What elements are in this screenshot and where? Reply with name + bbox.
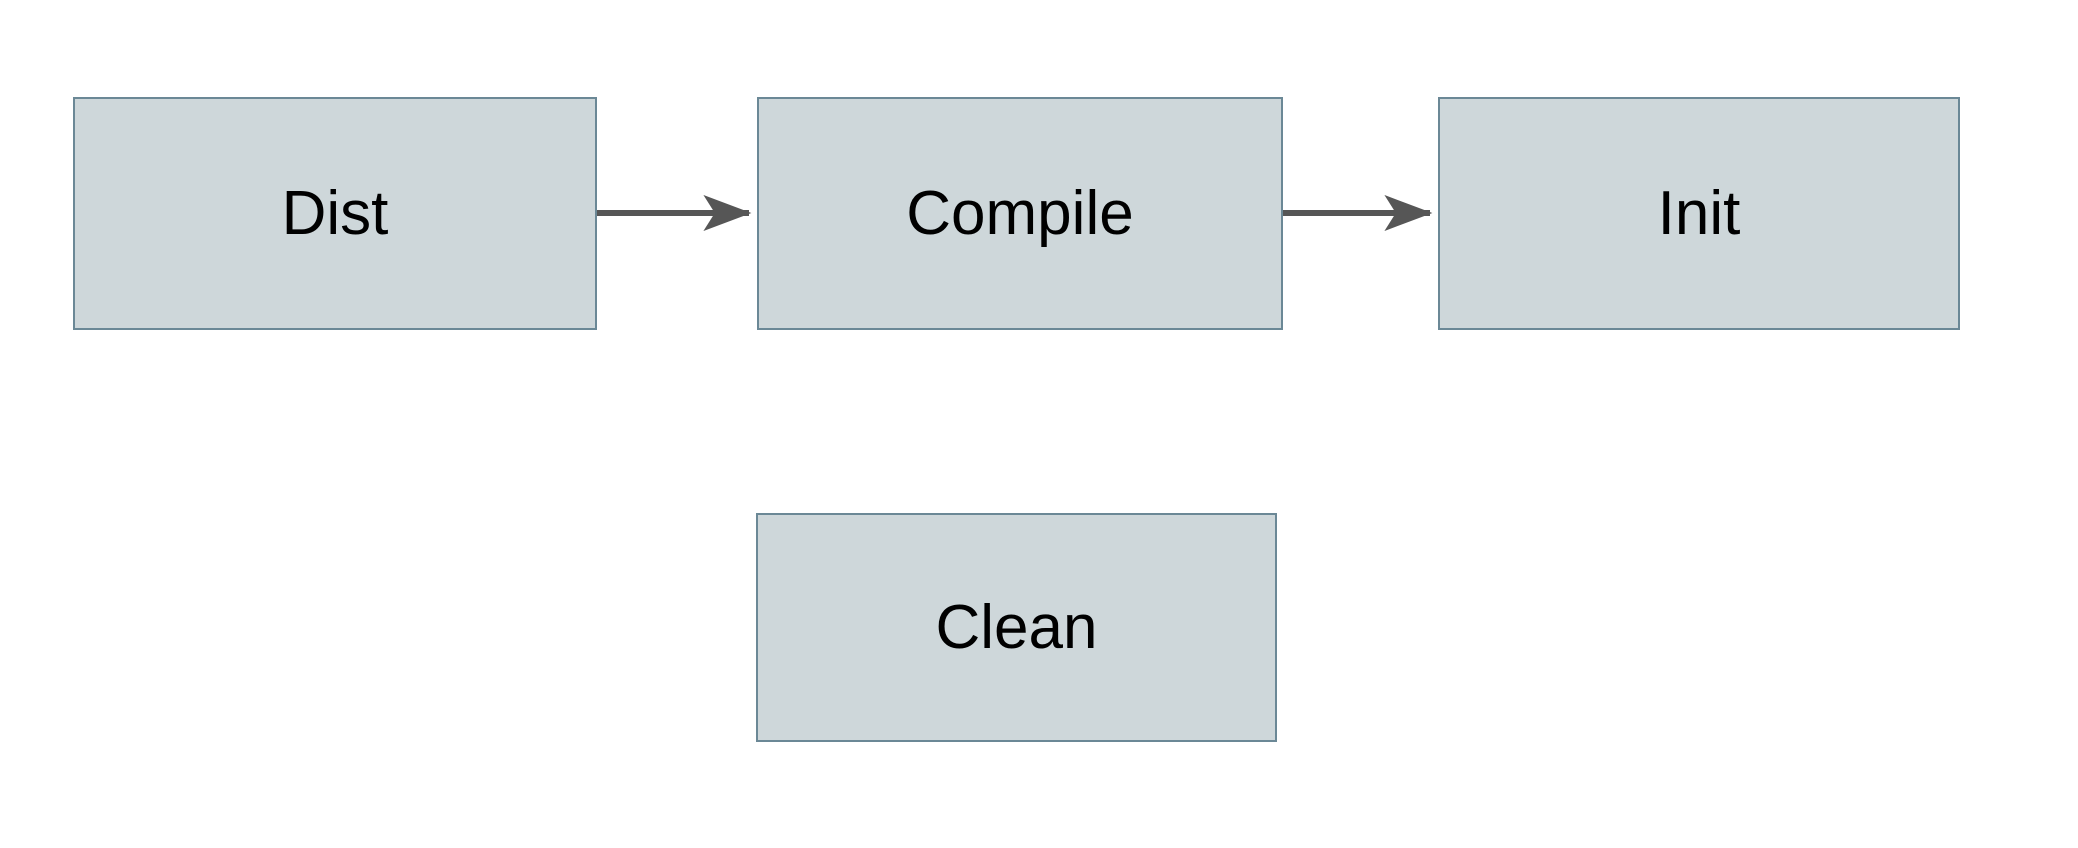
node-label: Compile — [906, 178, 1134, 248]
node-label: Dist — [281, 178, 389, 248]
node-clean[interactable]: Clean — [756, 513, 1277, 742]
node-init[interactable]: Init — [1438, 97, 1960, 330]
node-label: Clean — [935, 592, 1098, 662]
node-dist[interactable]: Dist — [73, 97, 597, 330]
node-compile[interactable]: Compile — [757, 97, 1283, 330]
node-label: Init — [1657, 178, 1741, 248]
